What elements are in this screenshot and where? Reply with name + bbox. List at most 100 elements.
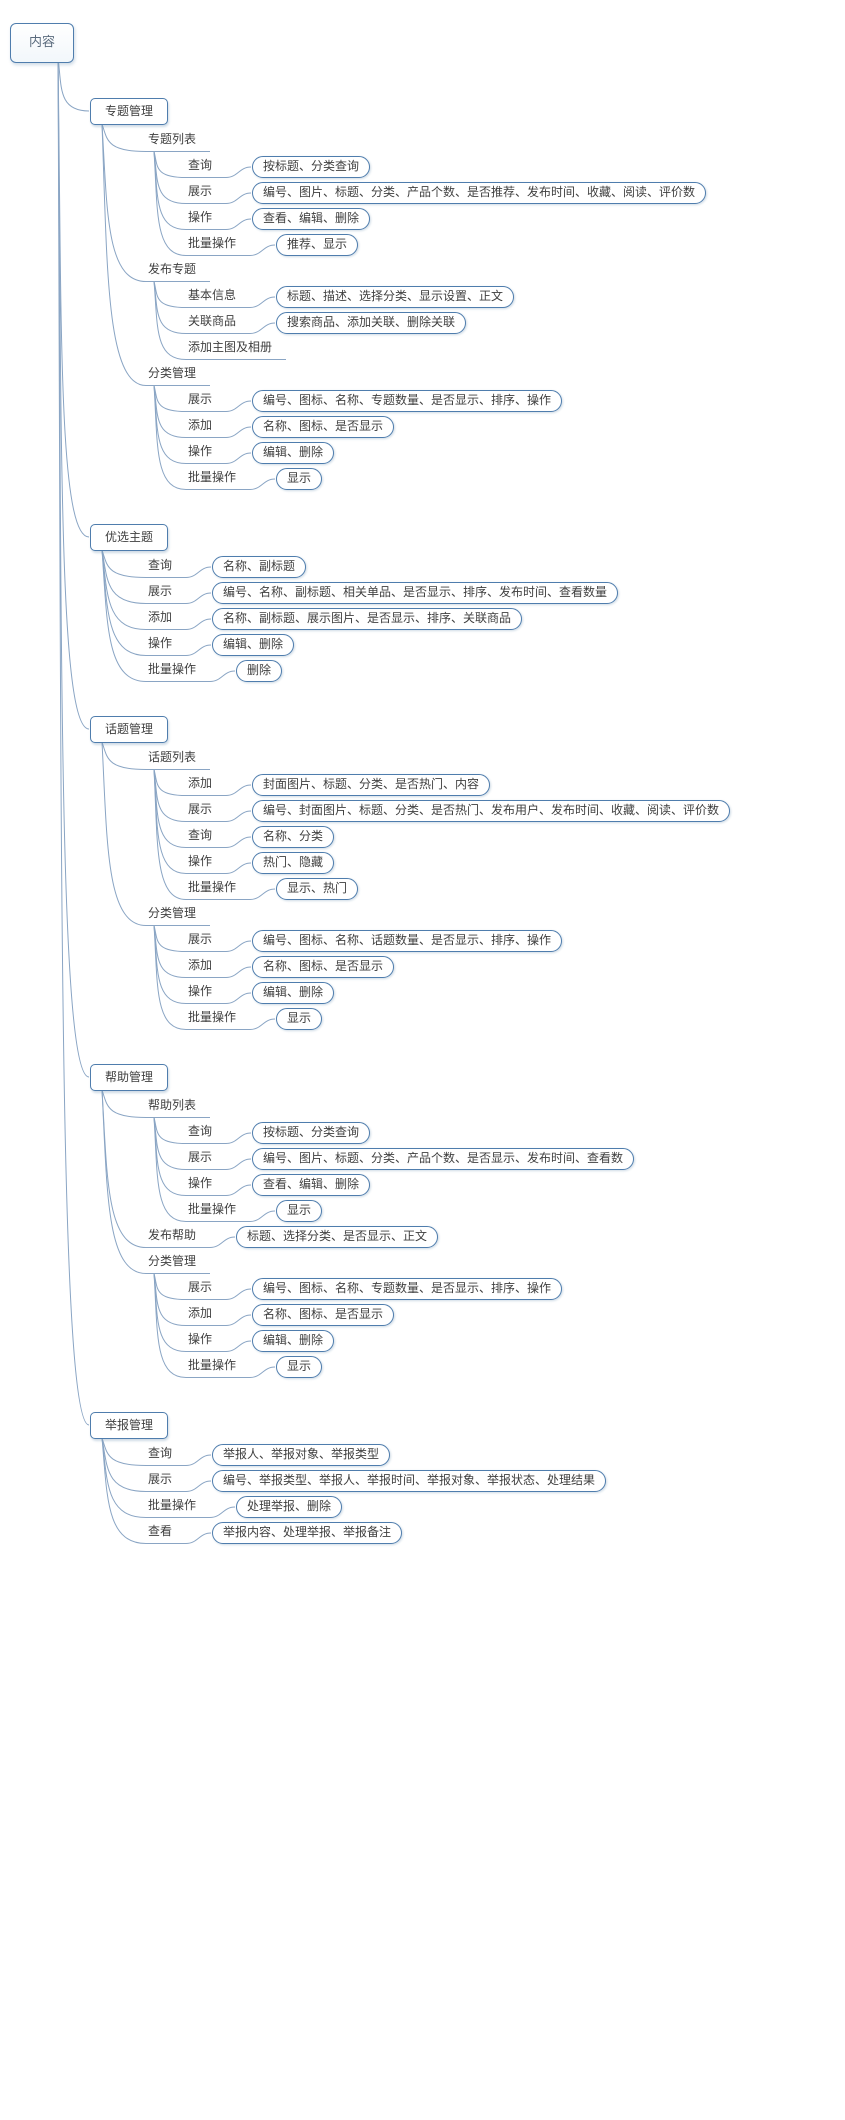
mindmap-item-node[interactable]: 分类管理 <box>146 364 211 386</box>
connector-line <box>101 549 147 630</box>
mindmap-detail-node[interactable]: 编辑、删除 <box>252 442 335 464</box>
mindmap-item-node[interactable]: 添加主图及相册 <box>186 338 287 360</box>
mindmap-item-node[interactable]: 展示 <box>146 582 187 604</box>
mindmap-item-node[interactable]: 批量操作 <box>186 1008 251 1030</box>
connector-line <box>225 218 252 230</box>
mindmap-item-node[interactable]: 帮助列表 <box>146 1096 211 1118</box>
mindmap-detail-node[interactable]: 推荐、显示 <box>276 234 359 256</box>
mindmap-item-node[interactable]: 查询 <box>146 1444 187 1466</box>
mindmap-detail-node[interactable]: 显示 <box>276 1200 323 1222</box>
mindmap-detail-node[interactable]: 名称、图标、是否显示 <box>252 1304 395 1326</box>
mindmap-detail-node[interactable]: 名称、副标题 <box>212 556 307 578</box>
mindmap-detail-node[interactable]: 编号、举报类型、举报人、举报时间、举报对象、举报状态、处理结果 <box>212 1470 607 1492</box>
mindmap-item-node[interactable]: 分类管理 <box>146 904 211 926</box>
connector-line <box>249 322 276 334</box>
mindmap-item-node[interactable]: 批量操作 <box>186 1200 251 1222</box>
mindmap-item-node[interactable]: 操作 <box>186 208 227 230</box>
connector-line <box>225 452 252 464</box>
mindmap-detail-node[interactable]: 编号、图标、名称、专题数量、是否显示、排序、操作 <box>252 1278 563 1300</box>
mindmap-item-node[interactable]: 展示 <box>186 1148 227 1170</box>
mindmap-detail-node[interactable]: 名称、副标题、展示图片、是否显示、排序、关联商品 <box>212 608 523 630</box>
mindmap-detail-node[interactable]: 查看、编辑、删除 <box>252 1174 371 1196</box>
mindmap-detail-node[interactable]: 显示 <box>276 468 323 490</box>
mindmap-item-node[interactable]: 操作 <box>186 1330 227 1352</box>
connector-line <box>225 1288 252 1300</box>
mindmap-item-node[interactable]: 批量操作 <box>186 468 251 490</box>
mindmap-detail-node[interactable]: 编辑、删除 <box>252 982 335 1004</box>
mindmap-detail-node[interactable]: 按标题、分类查询 <box>252 156 371 178</box>
mindmap-item-node[interactable]: 关联商品 <box>186 312 251 334</box>
mindmap-item-node[interactable]: 添加 <box>186 1304 227 1326</box>
mindmap-item-node[interactable]: 发布专题 <box>146 260 211 282</box>
mindmap-item-node[interactable]: 查询 <box>186 1122 227 1144</box>
mindmap-detail-node[interactable]: 封面图片、标题、分类、是否热门、内容 <box>252 774 491 796</box>
mindmap-detail-node[interactable]: 搜索商品、添加关联、删除关联 <box>276 312 467 334</box>
mindmap-detail-node[interactable]: 编辑、删除 <box>212 634 295 656</box>
mindmap-item-node[interactable]: 展示 <box>146 1470 187 1492</box>
mindmap-detail-node[interactable]: 显示 <box>276 1356 323 1378</box>
mindmap-item-node[interactable]: 批量操作 <box>146 660 211 682</box>
mindmap-detail-node[interactable]: 标题、描述、选择分类、显示设置、正文 <box>276 286 515 308</box>
mindmap-detail-node[interactable]: 删除 <box>236 660 283 682</box>
mindmap-item-node[interactable]: 添加 <box>186 416 227 438</box>
mindmap-detail-node[interactable]: 名称、分类 <box>252 826 335 848</box>
mindmap-item-node[interactable]: 查询 <box>186 156 227 178</box>
connector-line <box>153 769 187 796</box>
mindmap-item-node[interactable]: 展示 <box>186 800 227 822</box>
mindmap-detail-node[interactable]: 编辑、删除 <box>252 1330 335 1352</box>
mindmap-detail-node[interactable]: 热门、隐藏 <box>252 852 335 874</box>
mindmap-detail-node[interactable]: 编号、图片、标题、分类、产品个数、是否推荐、发布时间、收藏、阅读、评价数 <box>252 182 707 204</box>
mindmap-item-node[interactable]: 批量操作 <box>186 234 251 256</box>
connector-line <box>153 925 187 1030</box>
mindmap-detail-node[interactable]: 标题、选择分类、是否显示、正文 <box>236 1226 439 1248</box>
connector-line <box>209 670 236 682</box>
mindmap-item-node[interactable]: 展示 <box>186 390 227 412</box>
mindmap-item-node[interactable]: 展示 <box>186 182 227 204</box>
mindmap-item-node[interactable]: 操作 <box>186 1174 227 1196</box>
mindmap-item-node[interactable]: 发布帮助 <box>146 1226 211 1248</box>
mindmap-item-node[interactable]: 操作 <box>186 982 227 1004</box>
mindmap-item-node[interactable]: 基本信息 <box>186 286 251 308</box>
mindmap-detail-node[interactable]: 举报内容、处理举报、举报备注 <box>212 1522 403 1544</box>
mindmap-detail-node[interactable]: 处理举报、删除 <box>236 1496 343 1518</box>
mindmap-item-node[interactable]: 批量操作 <box>186 1356 251 1378</box>
mindmap-item-node[interactable]: 操作 <box>186 442 227 464</box>
mindmap-item-node[interactable]: 查询 <box>186 826 227 848</box>
mindmap-detail-node[interactable]: 显示 <box>276 1008 323 1030</box>
mindmap-branch-node[interactable]: 专题管理 <box>90 98 169 125</box>
mindmap-item-node[interactable]: 添加 <box>186 956 227 978</box>
mindmap-detail-node[interactable]: 编号、名称、副标题、相关单品、是否显示、排序、发布时间、查看数量 <box>212 582 619 604</box>
connector-line <box>101 1089 147 1274</box>
mindmap-item-node[interactable]: 添加 <box>146 608 187 630</box>
mindmap-detail-node[interactable]: 名称、图标、是否显示 <box>252 416 395 438</box>
mindmap-branch-node[interactable]: 举报管理 <box>90 1412 169 1439</box>
mindmap-item-node[interactable]: 添加 <box>186 774 227 796</box>
mindmap-item-node[interactable]: 展示 <box>186 1278 227 1300</box>
mindmap-detail-node[interactable]: 举报人、举报对象、举报类型 <box>212 1444 391 1466</box>
connector-line <box>153 1273 187 1300</box>
mindmap-item-node[interactable]: 操作 <box>146 634 187 656</box>
mindmap-detail-node[interactable]: 编号、图片、标题、分类、产品个数、是否显示、发布时间、查看数 <box>252 1148 635 1170</box>
mindmap-detail-node[interactable]: 名称、图标、是否显示 <box>252 956 395 978</box>
mindmap-item-node[interactable]: 查询 <box>146 556 187 578</box>
mindmap-branch-node[interactable]: 优选主题 <box>90 524 169 551</box>
mindmap-detail-node[interactable]: 编号、图标、名称、专题数量、是否显示、排序、操作 <box>252 390 563 412</box>
connector-line <box>249 1018 276 1030</box>
mindmap-detail-node[interactable]: 按标题、分类查询 <box>252 1122 371 1144</box>
mindmap-detail-node[interactable]: 编号、图标、名称、话题数量、是否显示、排序、操作 <box>252 930 563 952</box>
mindmap-branch-node[interactable]: 帮助管理 <box>90 1064 169 1091</box>
connector-line <box>101 549 147 682</box>
mindmap-item-node[interactable]: 批量操作 <box>186 878 251 900</box>
mindmap-item-node[interactable]: 专题列表 <box>146 130 211 152</box>
mindmap-item-node[interactable]: 展示 <box>186 930 227 952</box>
mindmap-item-node[interactable]: 批量操作 <box>146 1496 211 1518</box>
mindmap-branch-node[interactable]: 话题管理 <box>90 716 169 743</box>
mindmap-detail-node[interactable]: 显示、热门 <box>276 878 359 900</box>
mindmap-item-node[interactable]: 操作 <box>186 852 227 874</box>
mindmap-item-node[interactable]: 话题列表 <box>146 748 211 770</box>
mindmap-item-node[interactable]: 查看 <box>146 1522 187 1544</box>
mindmap-detail-node[interactable]: 查看、编辑、删除 <box>252 208 371 230</box>
mindmap-root-node[interactable]: 内容 <box>10 23 75 64</box>
mindmap-item-node[interactable]: 分类管理 <box>146 1252 211 1274</box>
mindmap-detail-node[interactable]: 编号、封面图片、标题、分类、是否热门、发布用户、发布时间、收藏、阅读、评价数 <box>252 800 731 822</box>
